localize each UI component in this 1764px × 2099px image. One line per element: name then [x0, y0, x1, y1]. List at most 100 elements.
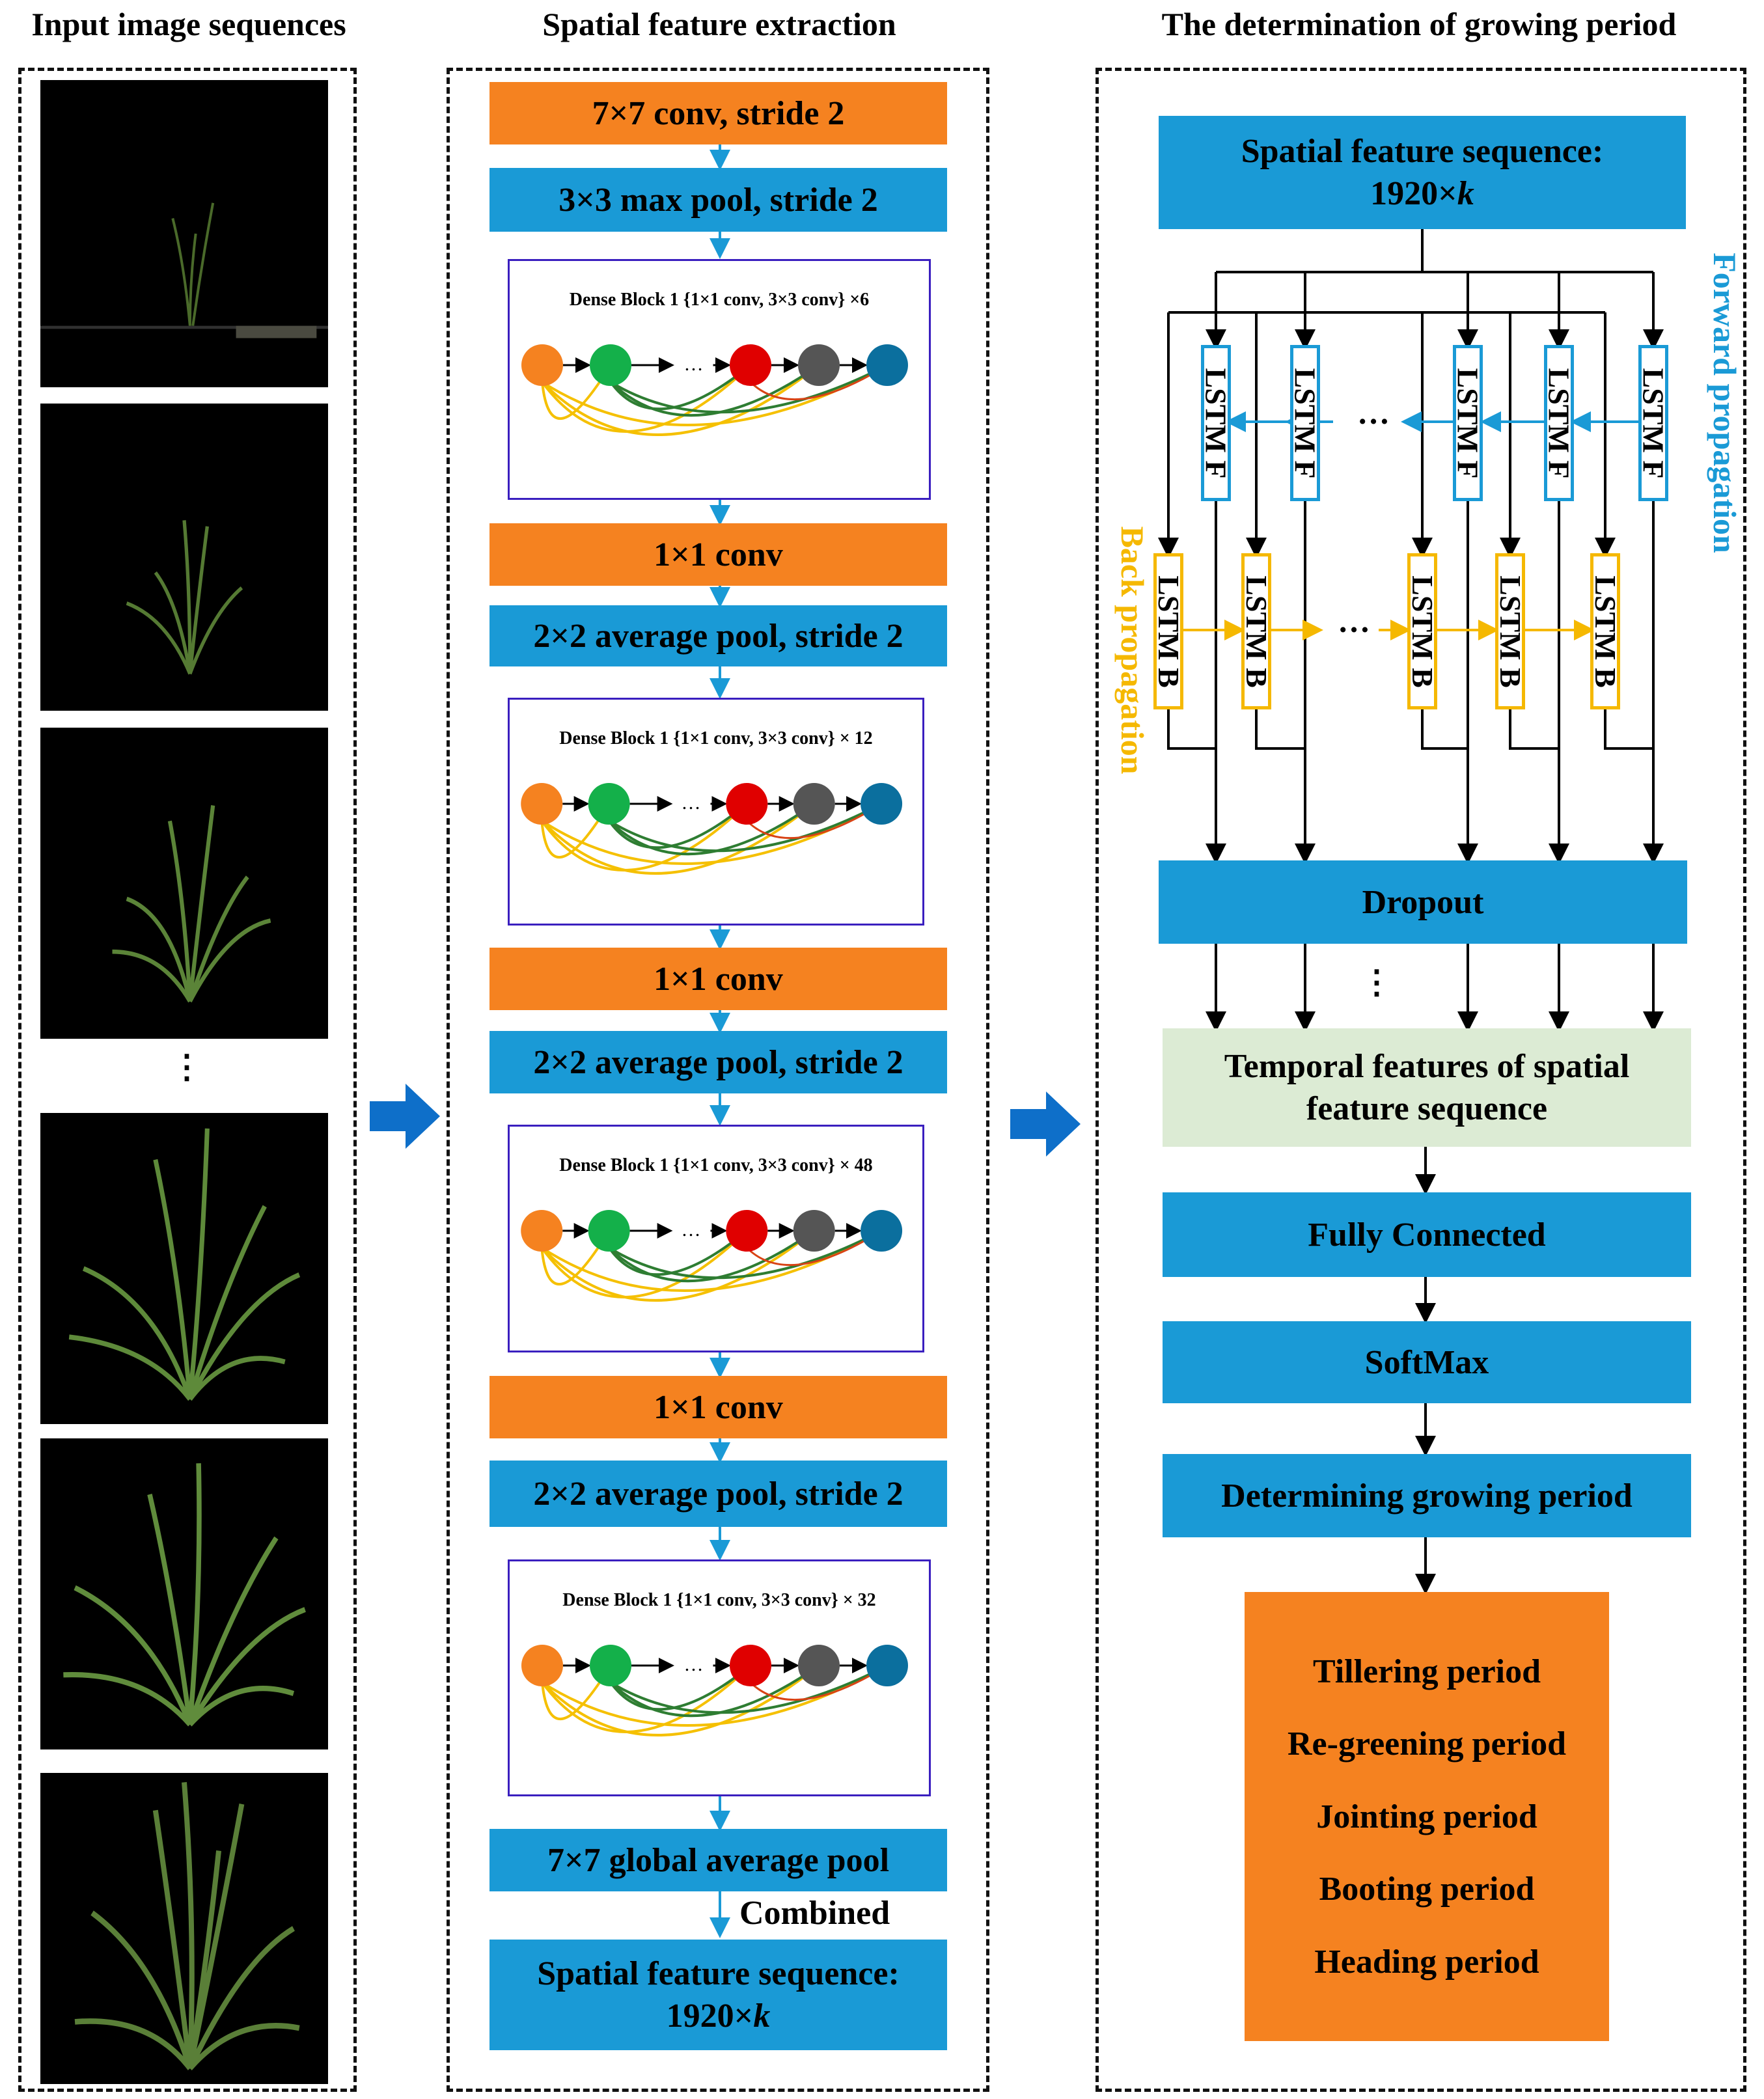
lstm-forward-ellipsis: … — [1357, 394, 1390, 431]
input-panel-title: Input image sequences — [31, 6, 346, 42]
back-propagation-label: Back propagation — [1114, 526, 1151, 775]
avgpool-block: 2×2 average pool, stride 2 — [489, 1031, 947, 1093]
spatial-sequence-line2: 1920×k — [666, 1997, 771, 2035]
dense-block-label: Dense Block 1 {1×1 conv, 3×3 conv} × 48 — [559, 1155, 873, 1175]
plant-image-3 — [40, 728, 328, 1039]
plant-image-2 — [40, 404, 328, 711]
image-sequence-ellipsis: ⋮ — [171, 1049, 203, 1085]
dense-block-2: Dense Block 1 {1×1 conv, 3×3 conv} × 12 … — [508, 698, 924, 926]
spatial-panel — [447, 68, 989, 2092]
conv7x7-block: 7×7 conv, stride 2 — [489, 82, 947, 144]
skip-connection — [540, 1229, 611, 1286]
skip-connection — [540, 1229, 748, 1298]
dropout-block: Dropout — [1159, 860, 1687, 944]
growing-sequence-line2: 1920×k — [1370, 175, 1474, 212]
dense-node — [730, 344, 771, 386]
growing-periods-list: Tillering period Re-greening period Join… — [1245, 1592, 1609, 2041]
dense-node — [588, 1210, 630, 1252]
dense-node — [798, 1645, 840, 1686]
plant-image-1 — [40, 80, 328, 387]
dense-block-label: Dense Block 1 {1×1 conv, 3×3 conv} × 12 — [559, 728, 873, 748]
period-regreening: Re-greening period — [1288, 1725, 1566, 1763]
dense-ellipsis: … — [681, 792, 700, 814]
dense-node — [726, 1210, 768, 1252]
skip-connection — [749, 364, 888, 401]
skip-connection — [609, 364, 820, 417]
dense-ellipsis: … — [684, 1654, 704, 1675]
dense-node — [866, 1645, 908, 1686]
dropout-ellipsis: ⋮ — [1360, 964, 1393, 1000]
spatial-panel-title: Spatial feature extraction — [542, 6, 896, 42]
growing-sequence-block: Spatial feature sequence: 1920×k — [1159, 116, 1686, 229]
dense-node — [588, 783, 630, 825]
conv1x1-block: 1×1 conv — [489, 523, 947, 586]
skip-connection — [608, 1229, 815, 1283]
dense-node — [590, 1645, 631, 1686]
dense-block-1: Dense Block 1 {1×1 conv, 3×3 conv} ×6 … — [508, 259, 931, 500]
spatial-sequence-block: Spatial feature sequence: 1920×k — [489, 1940, 947, 2050]
period-tillering: Tillering period — [1312, 1653, 1541, 1690]
period-booting: Booting period — [1319, 1871, 1535, 1908]
fully-connected-block: Fully Connected — [1163, 1192, 1691, 1277]
lstm-forward-cell: LSTM F — [1452, 345, 1485, 501]
skip-connection — [541, 364, 752, 433]
growing-panel-title: The determination of growing period — [1161, 6, 1677, 42]
softmax-block: SoftMax — [1163, 1321, 1691, 1403]
dense-node — [861, 783, 903, 825]
global-avgpool-block: 7×7 global average pool — [489, 1829, 947, 1891]
lstm-backward-cell: LSTM B — [1240, 553, 1273, 709]
skip-connection — [607, 1229, 748, 1276]
dense-block-label: Dense Block 1 {1×1 conv, 3×3 conv} ×6 — [569, 290, 870, 310]
lstm-forward-cell: LSTM F — [1543, 345, 1576, 501]
skip-connection — [541, 1664, 612, 1721]
lstm-forward-cell: LSTM F — [1637, 345, 1670, 501]
dense-node — [726, 783, 768, 825]
skip-connection — [749, 1664, 888, 1701]
dense-ellipsis: … — [684, 353, 704, 375]
spatial-sequence-line1: Spatial feature sequence: — [537, 1955, 900, 1992]
skip-connection — [609, 1664, 752, 1711]
maxpool-block: 3×3 max pool, stride 2 — [489, 168, 947, 232]
lstm-backward-cell: LSTM B — [1152, 553, 1185, 709]
dense-node — [866, 344, 908, 386]
lstm-backward-cell: LSTM B — [1589, 553, 1622, 709]
skip-connection — [608, 803, 815, 856]
panel-arrow-right-icon — [370, 1084, 440, 1149]
plant-image-4 — [40, 1113, 328, 1424]
plant-image-6 — [40, 1773, 328, 2084]
panel-arrow-right-icon — [1010, 1091, 1081, 1157]
determining-period-block: Determining growing period — [1163, 1454, 1691, 1537]
lstm-backward-cell: LSTM B — [1494, 553, 1527, 709]
dense-node — [521, 1210, 563, 1252]
skip-connection — [608, 803, 883, 853]
dense-node — [590, 344, 631, 386]
growing-panel — [1096, 68, 1746, 2092]
dense-block-4: Dense Block 1 {1×1 conv, 3×3 conv} × 32 … — [508, 1559, 931, 1796]
plant-image-5 — [40, 1438, 328, 1749]
dense-ellipsis: … — [681, 1219, 700, 1241]
lstm-backward-ellipsis: … — [1338, 603, 1370, 639]
skip-connection — [540, 803, 748, 871]
skip-connection — [609, 364, 888, 414]
avgpool-block: 2×2 average pool, stride 2 — [489, 605, 947, 666]
skip-connection — [608, 1229, 883, 1280]
dense-node — [861, 1210, 903, 1252]
dense-node — [521, 344, 563, 386]
dense-node — [521, 783, 563, 825]
skip-connection — [746, 803, 882, 840]
dense-node — [793, 1210, 835, 1252]
period-heading: Heading period — [1314, 1943, 1539, 1981]
dense-node — [521, 1645, 563, 1686]
skip-connection — [609, 364, 752, 411]
dense-node — [793, 783, 835, 825]
lstm-forward-cell: LSTM F — [1289, 345, 1322, 501]
conv1x1-block: 1×1 conv — [489, 1376, 947, 1438]
input-panel — [18, 68, 357, 2092]
skip-connection — [746, 1229, 882, 1267]
lstm-forward-cell: LSTM F — [1200, 345, 1233, 501]
dense-node — [730, 1645, 771, 1686]
skip-connection — [607, 803, 748, 849]
conv1x1-block: 1×1 conv — [489, 948, 947, 1010]
